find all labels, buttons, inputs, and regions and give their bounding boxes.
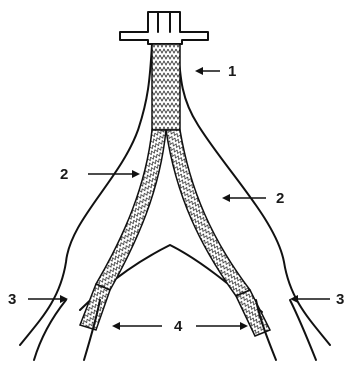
main-stent-body [152, 44, 180, 130]
callout-label: 2 [60, 166, 68, 183]
right-stent-limb [166, 130, 270, 336]
callout-label: 3 [8, 291, 16, 308]
callout-2-right: 2 [222, 190, 284, 207]
callout-3-left: 3 [8, 291, 68, 308]
callout-label: 2 [276, 190, 284, 207]
right-iliac-vessel [256, 300, 316, 360]
callout-label: 4 [174, 318, 183, 335]
aortic-cuff [120, 12, 208, 44]
callout-1: 1 [195, 63, 236, 80]
callout-2-left: 2 [60, 166, 140, 183]
callout-3-right: 3 [290, 291, 344, 308]
callout-4: 4 [112, 318, 248, 335]
callout-label: 1 [228, 63, 236, 80]
callout-label: 3 [336, 291, 344, 308]
